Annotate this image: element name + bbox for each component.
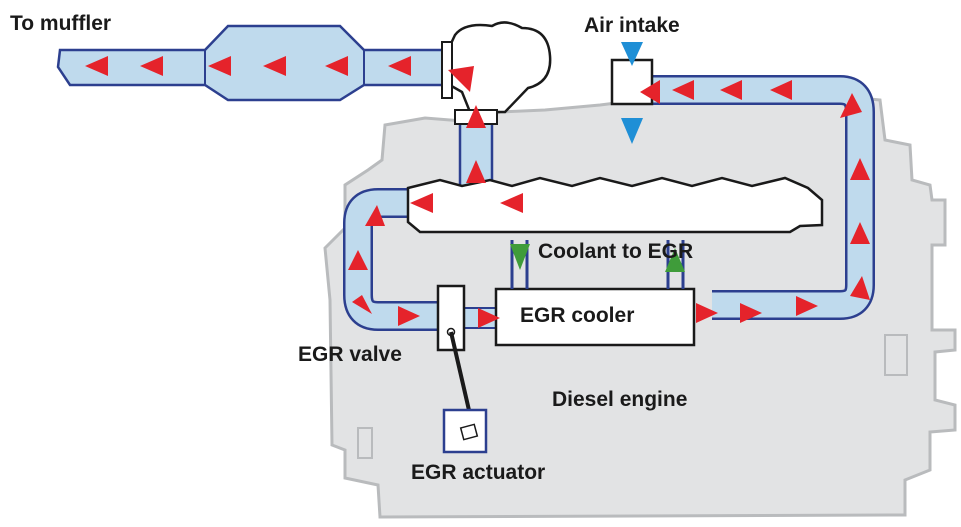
exhaust-arrow [388, 56, 411, 76]
exhaust-arrow [696, 303, 718, 323]
turbocharger [446, 21, 552, 114]
exhaust-arrow [478, 308, 500, 328]
exhaust-arrow [448, 66, 474, 92]
exhaust-arrow [796, 296, 818, 316]
coolant-arrow-in [510, 244, 530, 270]
exhaust-arrow [365, 205, 385, 226]
exhaust-arrow [720, 80, 742, 100]
egr-valve-label: EGR valve [298, 343, 402, 366]
engine-cover-detail [357, 427, 373, 459]
exhaust-arrow [140, 56, 163, 76]
exhaust-arrow [850, 222, 870, 244]
diesel-engine-label: Diesel engine [552, 388, 688, 411]
intake-flow-arrows [621, 42, 643, 144]
exhaust-flow-arrows [85, 56, 870, 328]
egr-cooler-label: EGR cooler [520, 304, 635, 327]
exhaust-manifold [406, 176, 824, 234]
exhaust-arrow [850, 158, 870, 180]
exhaust-arrow [840, 93, 862, 118]
intake-arrow [621, 118, 643, 144]
intake-arrow [621, 42, 643, 66]
exhaust-arrow [398, 306, 420, 326]
egr-cooler-body [494, 287, 696, 347]
exhaust-arrow [640, 80, 660, 104]
exhaust-arrow [850, 276, 870, 300]
exhaust-arrow [770, 80, 792, 100]
coolant-flow-arrows [510, 244, 685, 272]
egr-actuator-lever [459, 423, 479, 441]
exhaust-arrow [466, 105, 486, 128]
egr-loop-pipe-inner [650, 77, 873, 318]
exhaust-arrow [348, 250, 368, 270]
coolant-arrow-out [665, 248, 685, 272]
to-muffler-label: To muffler [10, 12, 112, 35]
exhaust-arrow [352, 295, 372, 314]
egr-actuator-label: EGR actuator [411, 461, 546, 484]
exhaust-arrow [85, 56, 108, 76]
exhaust-arrow [410, 193, 433, 213]
air-intake-box [610, 58, 654, 106]
exhaust-arrow [466, 160, 486, 183]
exhaust-arrow [263, 56, 286, 76]
exhaust-arrow [208, 56, 231, 76]
engine-side-detail [884, 334, 908, 376]
exhaust-arrow [672, 80, 694, 100]
exhaust-arrow [325, 56, 348, 76]
muffler-pipe [56, 24, 454, 102]
air-intake-label: Air intake [584, 14, 680, 37]
coolant-to-egr-label: Coolant to EGR [538, 240, 694, 263]
exhaust-arrow [500, 193, 523, 213]
exhaust-arrow [740, 303, 762, 323]
